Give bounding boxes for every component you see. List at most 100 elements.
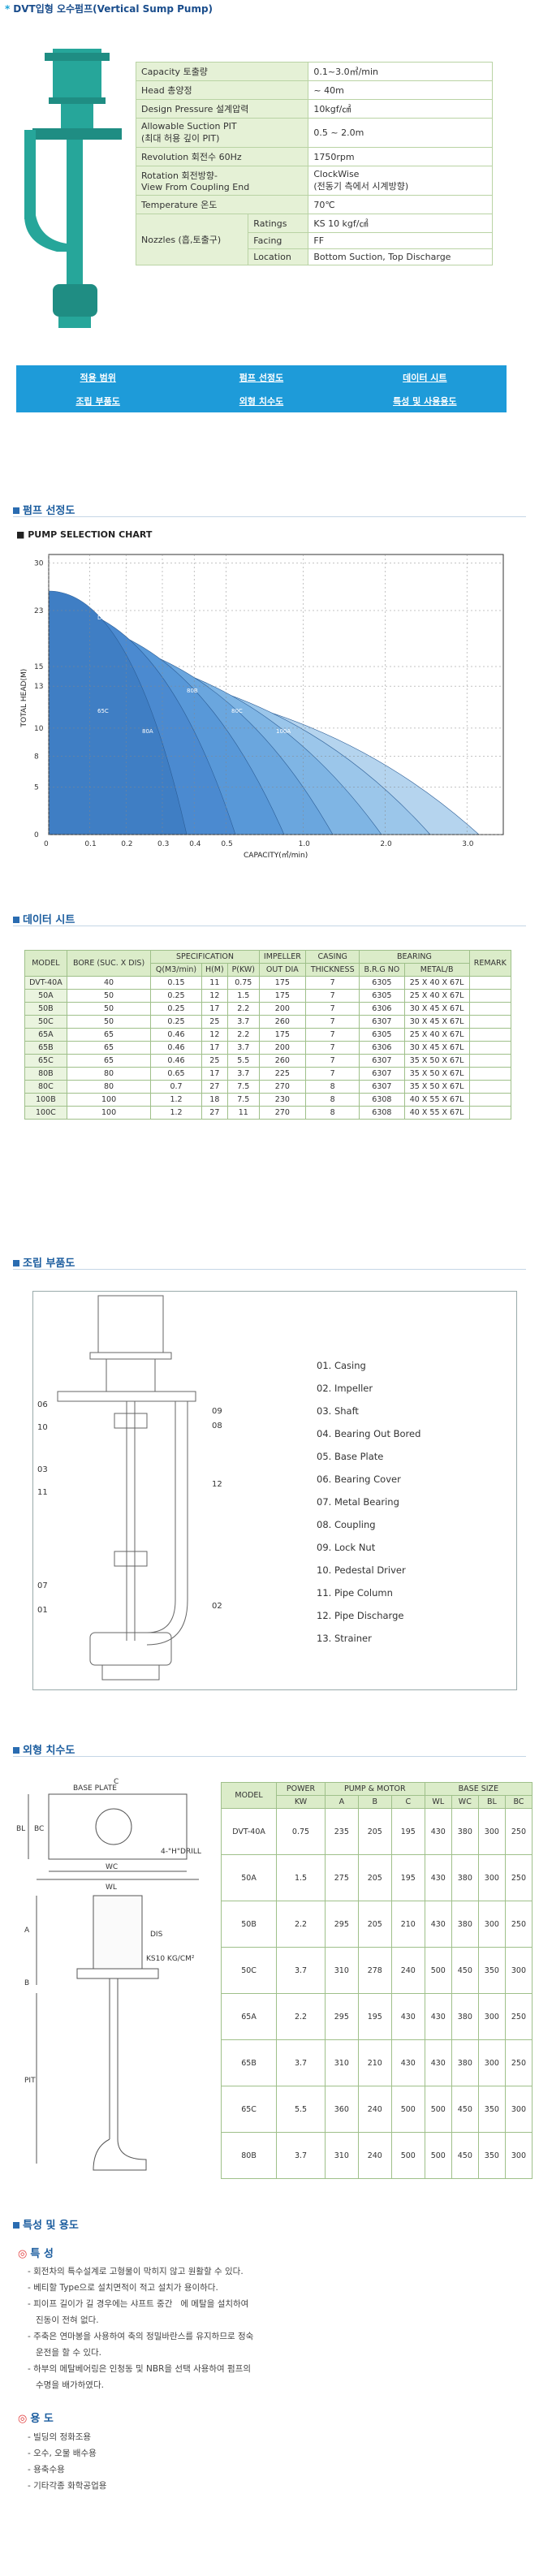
col-sub: WC xyxy=(451,1795,479,1809)
col-q: Q(M3/min) xyxy=(150,963,202,977)
table-cell: 7.5 xyxy=(227,1080,260,1094)
table-cell: 6307 xyxy=(359,1015,405,1029)
table-cell: 175 xyxy=(258,976,307,990)
col-sub: BL xyxy=(477,1795,506,1809)
part-item: 07. Metal Bearing xyxy=(317,1496,399,1508)
spec-label: Head 총양정 xyxy=(135,80,309,100)
drawing-label-bc: BC xyxy=(34,1825,44,1833)
table-cell: 1.2 xyxy=(150,1093,202,1107)
table-cell: 210 xyxy=(357,2039,392,2086)
nav-link[interactable]: 외형 치수도 xyxy=(239,395,284,407)
table-cell: 7 xyxy=(305,1002,360,1016)
table-cell: 430 xyxy=(424,1854,452,1901)
part-item: 02. Impeller xyxy=(317,1383,373,1394)
uses-title: ◎용 도 xyxy=(18,2413,54,2425)
table-cell: 0.15 xyxy=(150,976,202,990)
col-thickness: THICKNESS xyxy=(305,963,360,977)
table-cell: 50C xyxy=(24,1015,67,1029)
table-cell: 235 xyxy=(324,1808,359,1855)
col-remark: REMARK xyxy=(468,950,512,977)
table-cell: 65A xyxy=(24,1028,67,1042)
callout-07: 07 xyxy=(37,1581,48,1590)
table-cell: 50A xyxy=(24,989,67,1003)
feature-item: 수명을 배가하였다. xyxy=(28,2380,104,2390)
spec-value: 70℃ xyxy=(308,195,493,214)
table-cell: 275 xyxy=(324,1854,359,1901)
table-cell xyxy=(468,1028,512,1042)
col-sub: BC xyxy=(504,1795,533,1809)
nav-link[interactable]: 특성 및 사용용도 xyxy=(393,395,457,407)
table-cell: 40 X 55 X 67L xyxy=(403,1106,470,1120)
y-tick: 30 xyxy=(34,559,44,567)
table-cell: 30 X 45 X 67L xyxy=(403,1002,470,1016)
part-item: 09. Lock Nut xyxy=(317,1542,376,1553)
section-header-selection: 펌프 선정도 xyxy=(13,502,75,517)
table-cell: 0.65 xyxy=(150,1067,202,1081)
assembly-drawing-frame: 06 10 09 08 03 11 12 07 01 02 xyxy=(32,1291,517,1690)
spec-value: ClockWise (전동기 측에서 시계방향) xyxy=(308,166,493,196)
table-cell: 270 xyxy=(258,1080,307,1094)
table-cell: 25 X 40 X 67L xyxy=(403,1028,470,1042)
table-cell: 360 xyxy=(324,2086,359,2133)
spec-label: Allowable Suction PIT (최대 허용 깊이 PIT) xyxy=(135,118,309,148)
region-label: DVT-40A xyxy=(97,615,122,621)
nav-link[interactable]: 적용 범위 xyxy=(80,372,116,383)
table-cell: 50B xyxy=(24,1002,67,1016)
part-item: 13. Strainer xyxy=(317,1633,372,1644)
table-cell: 250 xyxy=(504,1901,533,1948)
table-cell: 3.7 xyxy=(227,1041,260,1055)
table-cell: 0.25 xyxy=(150,1015,202,1029)
table-cell: 350 xyxy=(477,1947,506,1994)
nozzle-key: Location xyxy=(248,248,309,265)
callout-03: 03 xyxy=(37,1465,48,1474)
table-cell: 6305 xyxy=(359,1028,405,1042)
table-cell: 5.5 xyxy=(227,1054,260,1068)
table-cell: 240 xyxy=(390,1947,425,1994)
col-brg: B.R.G NO xyxy=(359,963,405,977)
table-cell: 7 xyxy=(305,976,360,990)
table-cell: 0.7 xyxy=(150,1080,202,1094)
y-tick: 8 xyxy=(34,753,39,761)
feature-item: - 하부의 메탈베어링은 인청동 및 NBR을 선택 사용하여 펌프의 xyxy=(28,2364,252,2374)
table-cell: 25 xyxy=(201,1054,229,1068)
region-label: 80A xyxy=(142,728,153,735)
table-cell xyxy=(468,976,512,990)
region-label: 65A xyxy=(321,655,332,662)
drawing-label-b: B xyxy=(24,1979,29,1987)
table-cell: 6305 xyxy=(359,989,405,1003)
table-cell: 300 xyxy=(477,2039,506,2086)
part-item: 04. Bearing Out Bored xyxy=(317,1428,421,1439)
region-label: 40B xyxy=(142,635,153,641)
nav-link[interactable]: 펌프 선정도 xyxy=(239,372,284,383)
callout-11: 11 xyxy=(37,1488,48,1497)
nav-link[interactable]: 데이터 시트 xyxy=(403,372,447,383)
table-cell: 205 xyxy=(357,1901,392,1948)
table-cell: 50 xyxy=(66,989,152,1003)
table-cell xyxy=(468,1054,512,1068)
drawing-label-pit: PIT xyxy=(24,2077,36,2085)
table-cell: 380 xyxy=(451,1808,479,1855)
table-cell: 430 xyxy=(424,2039,452,2086)
col-sub: B xyxy=(357,1795,392,1809)
table-cell: 3.7 xyxy=(276,1947,326,1994)
col-pump-motor: PUMP & MOTOR xyxy=(324,1782,425,1796)
spec-value: ~ 40m xyxy=(308,80,493,100)
col-bore: BORE (SUC. X DIS) xyxy=(66,950,152,977)
page-title: *DVT입형 오수펌프(Vertical Sump Pump) xyxy=(5,3,213,15)
table-cell: 11 xyxy=(227,1106,260,1120)
nav-link[interactable]: 조립 부품도 xyxy=(75,395,120,407)
table-cell: 500 xyxy=(390,2132,425,2179)
col-group-spec: SPECIFICATION xyxy=(150,950,260,964)
table-cell: 195 xyxy=(357,1993,392,2040)
